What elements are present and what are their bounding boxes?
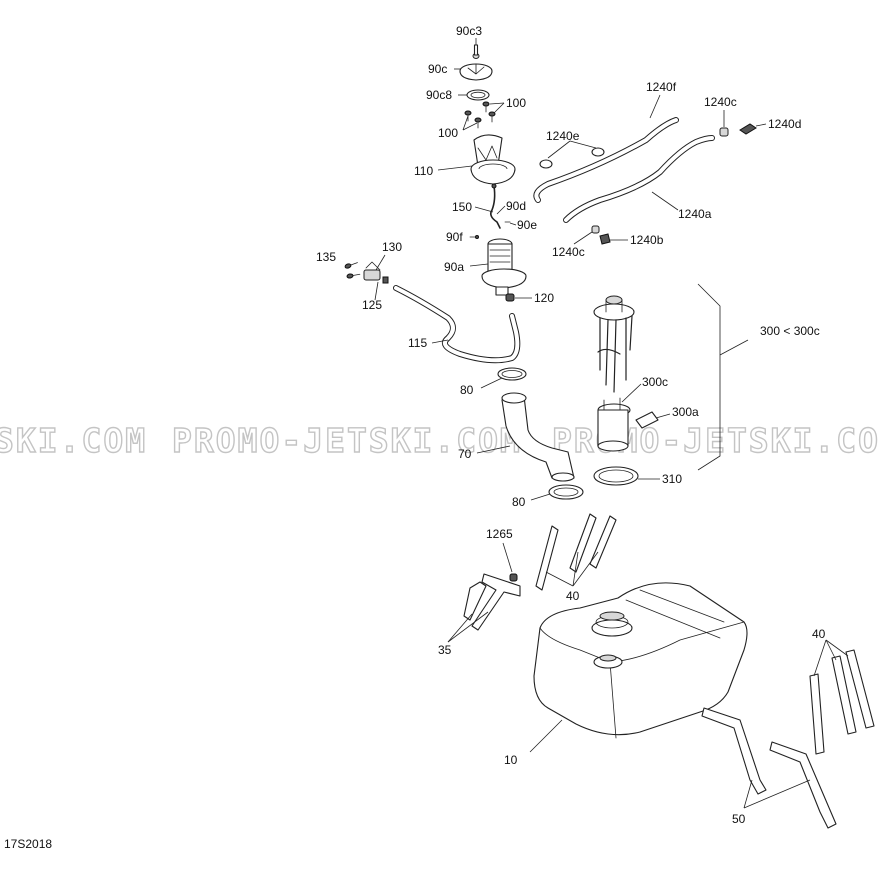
label-125: 125 bbox=[362, 298, 382, 312]
part-300-fuel-pump-module bbox=[593, 295, 635, 393]
label-100-upper: 100 bbox=[506, 96, 526, 110]
part-100-screws bbox=[464, 101, 496, 129]
diagram-code: 17S2018 bbox=[4, 837, 52, 851]
part-135-screws bbox=[344, 262, 361, 279]
part-90c3-screw bbox=[472, 44, 480, 59]
label-70: 70 bbox=[458, 447, 472, 461]
label-80-upper: 80 bbox=[460, 383, 474, 397]
part-1240a-hose bbox=[563, 135, 715, 223]
label-80-lower: 80 bbox=[512, 495, 526, 509]
part-120-clip bbox=[505, 293, 515, 302]
watermark-text-1: PROMO-JETSKI.COM bbox=[172, 421, 522, 460]
label-1240e: 1240e bbox=[546, 129, 580, 143]
label-300: 300 < 300c bbox=[760, 324, 820, 338]
label-100-lower: 100 bbox=[438, 126, 458, 140]
part-1240b-1240c-fittings-bottom bbox=[591, 225, 611, 245]
label-90f: 90f bbox=[446, 230, 463, 244]
label-40-upper: 40 bbox=[566, 589, 580, 603]
part-70-filler-hose bbox=[501, 392, 575, 482]
label-150: 150 bbox=[452, 200, 472, 214]
label-90a: 90a bbox=[444, 260, 464, 274]
label-1240b: 1240b bbox=[630, 233, 664, 247]
part-10-fuel-tank bbox=[533, 582, 748, 739]
part-90e-90f-fittings bbox=[469, 221, 511, 239]
part-1265-clip bbox=[509, 573, 518, 582]
label-1240c-bottom: 1240c bbox=[552, 245, 585, 259]
label-1240a: 1240a bbox=[678, 207, 712, 221]
part-40-straps-upper bbox=[535, 513, 617, 591]
label-90d: 90d bbox=[506, 199, 526, 213]
part-130-vent-valve bbox=[363, 261, 389, 284]
part-80-clamp-upper bbox=[497, 367, 527, 381]
part-150-vent-line bbox=[490, 183, 501, 229]
part-115-vent-hose bbox=[393, 285, 521, 364]
part-40-straps-right bbox=[809, 649, 875, 755]
label-90c3: 90c3 bbox=[456, 24, 482, 38]
part-300c-fuel-pump bbox=[597, 397, 631, 452]
label-10: 10 bbox=[504, 753, 518, 767]
watermark-fragment-left: SKI.COM bbox=[0, 421, 147, 460]
part-90c8-oring bbox=[466, 89, 490, 101]
label-40-right: 40 bbox=[812, 627, 826, 641]
label-1240d: 1240d bbox=[768, 117, 801, 131]
part-310-seal-ring bbox=[593, 466, 639, 486]
part-50-straps bbox=[701, 707, 837, 829]
callout-labels: 90c3 90c 90c8 100 100 110 150 90d 90e 90… bbox=[316, 24, 826, 826]
label-90c8: 90c8 bbox=[426, 88, 452, 102]
part-300a-level-sender bbox=[635, 411, 659, 429]
part-1240c-1240d-fittings-top bbox=[719, 123, 757, 137]
label-1240c-top: 1240c bbox=[704, 95, 737, 109]
part-90c-cap bbox=[459, 63, 493, 81]
label-300c: 300c bbox=[642, 375, 668, 389]
label-1265: 1265 bbox=[486, 527, 513, 541]
part-1240e-clamps bbox=[539, 147, 605, 169]
label-50: 50 bbox=[732, 812, 746, 826]
watermark: SKI.COM PROMO-JETSKI.COM PROMO-JETSKI.CO… bbox=[0, 420, 878, 460]
leader-lines bbox=[374, 38, 849, 809]
label-115: 115 bbox=[408, 336, 427, 350]
part-90a-filler-tube bbox=[481, 238, 527, 296]
label-90c: 90c bbox=[428, 62, 447, 76]
label-35: 35 bbox=[438, 643, 452, 657]
label-120: 120 bbox=[534, 291, 554, 305]
part-1240f-hose bbox=[533, 117, 679, 203]
label-310: 310 bbox=[662, 472, 682, 486]
label-110: 110 bbox=[414, 164, 433, 178]
part-110-filler-neck bbox=[470, 134, 516, 185]
label-90e: 90e bbox=[517, 218, 537, 232]
label-135: 135 bbox=[316, 250, 336, 264]
label-1240f: 1240f bbox=[646, 80, 677, 94]
part-35-bracket bbox=[463, 573, 521, 631]
label-300a: 300a bbox=[672, 405, 699, 419]
label-130: 130 bbox=[382, 240, 402, 254]
part-80-clamp-lower bbox=[548, 484, 584, 500]
